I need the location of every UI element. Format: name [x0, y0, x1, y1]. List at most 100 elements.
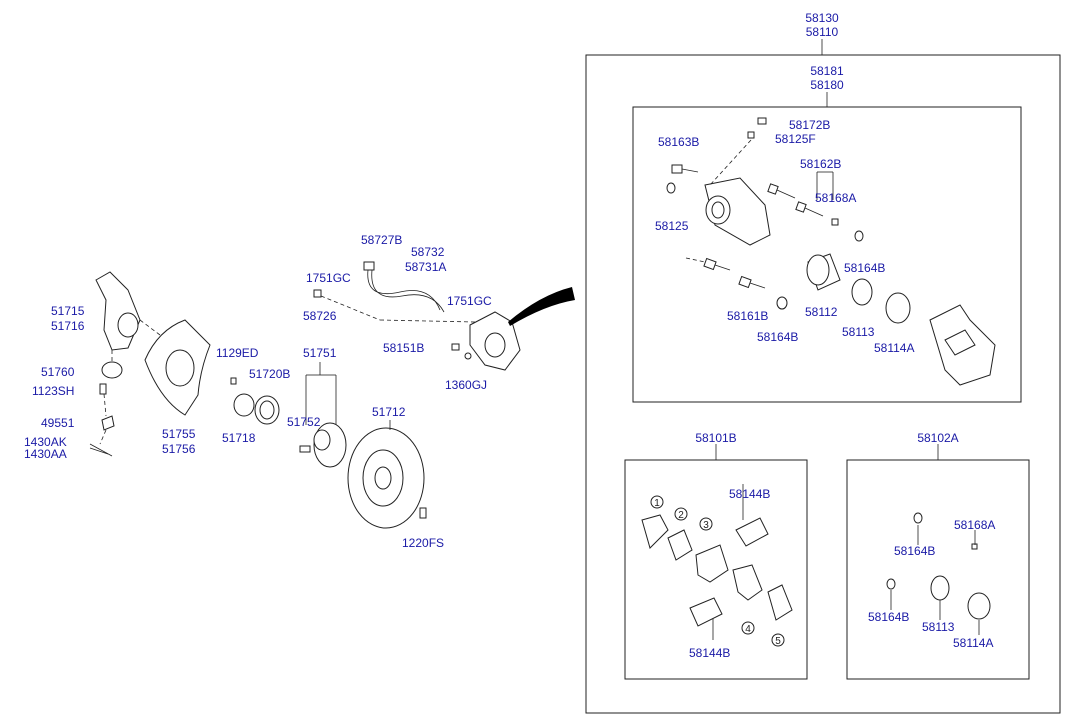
bushing-top	[854, 230, 864, 242]
dust-shield	[144, 319, 211, 416]
brake-disc	[347, 427, 425, 529]
washer-1360gj	[464, 352, 472, 360]
seal-kit-bushing-top	[913, 512, 923, 524]
bleeder-screw	[747, 117, 767, 139]
label-58168a-1: 58168A	[815, 191, 856, 205]
label-58164b-1: 58164B	[844, 261, 885, 275]
label-1360gj: 1360GJ	[445, 378, 487, 392]
bolt-1123sh	[99, 383, 107, 395]
seal-kit-cap	[971, 543, 978, 550]
hose-fitting	[363, 261, 375, 271]
label-58731a: 58731A	[405, 260, 446, 274]
pad-clip-1	[641, 514, 669, 549]
caliper-body	[704, 177, 771, 246]
ball-joint	[101, 361, 123, 379]
pad-spring-clip-bottom	[689, 597, 723, 627]
svg-text:5: 5	[775, 636, 781, 647]
pad-spring-clip-top	[735, 517, 769, 547]
label-58181: 58181	[810, 64, 844, 78]
label-58112: 58112	[805, 305, 838, 319]
screw-1129ed	[230, 377, 237, 385]
label-1220fs: 1220FS	[402, 536, 444, 550]
dust-boot	[885, 292, 911, 324]
label-58113-1: 58113	[842, 325, 875, 339]
caliper-mounted	[469, 311, 521, 371]
label-51715: 51715	[51, 304, 85, 318]
label-58163b: 58163B	[658, 135, 699, 149]
seal-kit-bushing-bottom	[886, 578, 896, 590]
label-1751gc-1: 1751GC	[306, 271, 351, 285]
caliper-bolt	[451, 343, 460, 351]
bushing-bottom	[776, 296, 788, 310]
label-58125f: 58125F	[775, 132, 816, 146]
label-1430aa: 1430AA	[24, 447, 67, 461]
label-58151b: 58151B	[383, 341, 424, 355]
label-1751gc-2: 1751GC	[447, 294, 492, 308]
pad-callout-3: 3	[699, 517, 713, 531]
hose-bolt	[313, 289, 322, 298]
label-58164b-4: 58164B	[868, 610, 909, 624]
pad-callout-4: 4	[741, 621, 755, 635]
label-51716: 51716	[51, 319, 85, 333]
pad-callout-1: 1	[650, 495, 664, 509]
guide-bolt-upper	[671, 164, 699, 174]
label-1123sh: 1123SH	[32, 384, 74, 398]
caliper-assembly-frame	[585, 54, 1061, 714]
label-58726: 58726	[303, 309, 337, 323]
label-51755: 51755	[162, 427, 196, 441]
label-58168a-2: 58168A	[954, 518, 995, 532]
label-58164b-2: 58164B	[757, 330, 798, 344]
zoom-arrow	[508, 287, 575, 326]
label-1129ed: 1129ED	[216, 346, 259, 360]
label-58144b-2: 58144B	[689, 646, 730, 660]
label-51760: 51760	[41, 365, 75, 379]
wheel-hub	[313, 422, 347, 468]
guide-boot	[666, 182, 676, 194]
label-49551: 49551	[41, 416, 75, 430]
bolt-pair-right	[767, 183, 839, 226]
wheel-bearing	[254, 395, 280, 425]
label-1430ak: 1430AK	[24, 435, 67, 449]
disc-screw	[419, 507, 427, 519]
nut-49551	[101, 415, 115, 431]
svg-text:2: 2	[678, 510, 684, 521]
guide-pins-lower	[703, 257, 766, 289]
label-58144b-1: 58144B	[729, 487, 770, 501]
label-51712: 51712	[372, 405, 406, 419]
pad-callout-2: 2	[674, 507, 688, 521]
label-58101b: 58101B	[695, 431, 736, 445]
label-51718: 51718	[222, 431, 256, 445]
label-58180: 58180	[810, 78, 844, 92]
seal-kit-dust-boot	[967, 592, 991, 620]
hub-bolt	[299, 445, 311, 453]
pad-shim-2	[667, 529, 693, 561]
label-58125: 58125	[655, 219, 689, 233]
svg-text:1: 1	[654, 498, 660, 509]
label-58113-2: 58113	[922, 620, 955, 634]
label-58130: 58130	[805, 11, 839, 25]
label-58102a: 58102A	[917, 431, 958, 445]
label-58172b: 58172B	[789, 118, 830, 132]
steering-knuckle	[95, 271, 141, 351]
svg-text:4: 4	[745, 624, 751, 635]
caliper-bracket	[929, 304, 996, 386]
label-58114a-2: 58114A	[953, 636, 993, 650]
piston-seal	[851, 278, 873, 306]
snap-ring	[233, 393, 255, 417]
label-58110: 58110	[806, 25, 839, 39]
label-51751: 51751	[303, 346, 337, 360]
label-58161b: 58161B	[727, 309, 768, 323]
label-51720b: 51720B	[249, 367, 290, 381]
label-58732: 58732	[411, 245, 445, 259]
brake-pad-4	[732, 564, 763, 601]
seal-kit-piston-seal	[930, 575, 950, 601]
label-51752: 51752	[287, 415, 321, 429]
svg-text:3: 3	[703, 520, 709, 531]
seal-kit-frame	[846, 459, 1030, 680]
label-58727b: 58727B	[361, 233, 402, 247]
piston	[806, 253, 841, 291]
label-58164b-3: 58164B	[894, 544, 935, 558]
label-51756: 51756	[162, 442, 196, 456]
label-58162b: 58162B	[800, 157, 841, 171]
